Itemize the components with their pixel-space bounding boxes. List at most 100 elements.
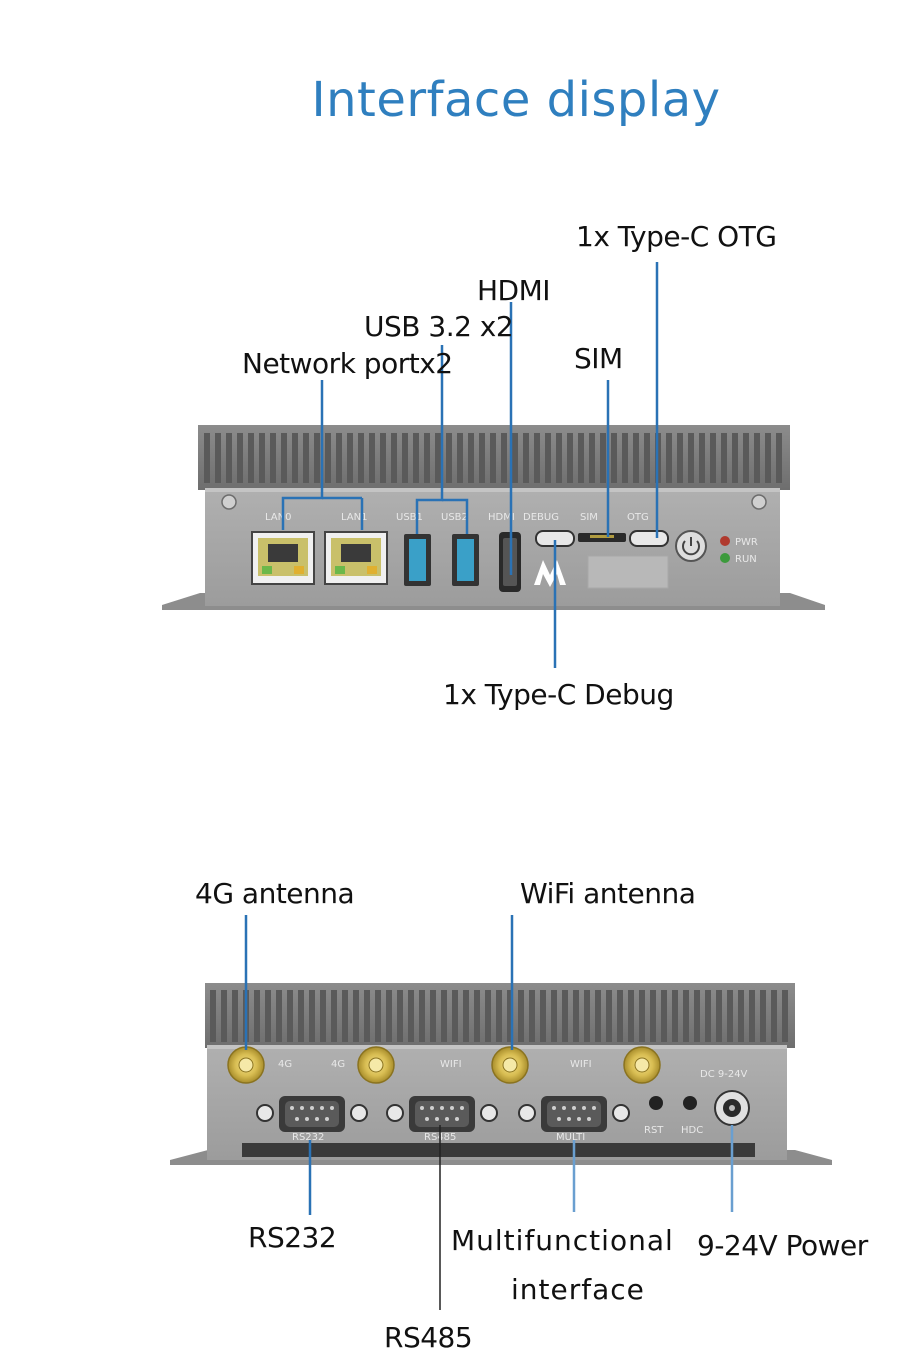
heatsink-fin: [595, 990, 601, 1042]
heatsink-fin: [419, 990, 425, 1042]
heatsink-fin: [545, 433, 551, 483]
heatsink-fin: [749, 990, 755, 1042]
heatsink-fin: [325, 433, 331, 483]
heatsink-fin: [556, 433, 562, 483]
heatsink-fin: [606, 990, 612, 1042]
label-hdmi: HDMI: [477, 274, 551, 307]
heatsink-fin: [732, 433, 738, 483]
heatsink-fin: [397, 990, 403, 1042]
heatsink-fin: [661, 990, 667, 1042]
heatsink-fin: [413, 433, 419, 483]
heatsink-fin: [551, 990, 557, 1042]
heatsink-fin: [292, 433, 298, 483]
heatsink-fin: [705, 990, 711, 1042]
heatsink-fin: [589, 433, 595, 483]
antenna-wifi-2: [623, 1046, 661, 1084]
heatsink-fin: [529, 990, 535, 1042]
label-sim: SIM: [574, 342, 623, 375]
heatsink-fin: [765, 433, 771, 483]
lan1-port: [324, 531, 388, 585]
sim-slot: [578, 533, 626, 542]
silk-usb1: USB1: [396, 512, 423, 523]
heatsink-fin: [699, 433, 705, 483]
silk-pwr: PWR: [735, 537, 758, 548]
silk-com1: RS232: [292, 1132, 324, 1143]
heatsink-fin: [534, 433, 540, 483]
silk-rst: RST: [644, 1125, 664, 1136]
power-button-icon: [675, 530, 707, 562]
heatsink-fin: [672, 990, 678, 1042]
heatsink-fin: [738, 990, 744, 1042]
heatsink-fin: [232, 990, 238, 1042]
label-type-c-otg: 1x Type-C OTG: [576, 220, 777, 253]
front-heatsink-fins: [204, 433, 782, 483]
heatsink-fin: [287, 990, 293, 1042]
heatsink-fin: [380, 433, 386, 483]
heatsink-fin: [457, 433, 463, 483]
heatsink-fin: [760, 990, 766, 1042]
label-interface: interface: [511, 1273, 645, 1306]
heatsink-fin: [573, 990, 579, 1042]
silk-debug: DEBUG: [523, 512, 559, 523]
heatsink-fin: [721, 433, 727, 483]
silk-ant4: WIFI: [570, 1059, 592, 1070]
db9-rs232-port: [256, 1096, 368, 1132]
heatsink-fin: [688, 433, 694, 483]
heatsink-fin: [710, 433, 716, 483]
hdc-hole: [683, 1096, 697, 1110]
heatsink-fin: [584, 990, 590, 1042]
heatsink-fin: [743, 433, 749, 483]
label-power: 9-24V Power: [697, 1229, 868, 1262]
heatsink-fin: [226, 433, 232, 483]
heatsink-fin: [435, 433, 441, 483]
heatsink-fin: [523, 433, 529, 483]
heatsink-fin: [320, 990, 326, 1042]
front-leader-lines: [281, 262, 659, 668]
label-wifi-antenna: WiFi antenna: [520, 877, 696, 910]
antenna-4g-1: [227, 1046, 265, 1084]
heatsink-fin: [408, 990, 414, 1042]
heatsink-fin: [353, 990, 359, 1042]
heatsink-fin: [468, 433, 474, 483]
label-network: Network portx2: [242, 347, 453, 380]
heatsink-fin: [650, 990, 656, 1042]
heatsink-fin: [628, 990, 634, 1042]
otg-typec-port: [629, 530, 669, 547]
rst-hole: [649, 1096, 663, 1110]
heatsink-fin: [479, 433, 485, 483]
rear-leader-lines: [244, 915, 734, 1215]
heatsink-fin: [512, 433, 518, 483]
heatsink-fin: [424, 433, 430, 483]
heatsink-fin: [622, 433, 628, 483]
front-chassis: [162, 425, 825, 610]
heatsink-fin: [342, 990, 348, 1042]
heatsink-fin: [727, 990, 733, 1042]
heatsink-fin: [276, 990, 282, 1042]
heatsink-fin: [639, 990, 645, 1042]
heatsink-fin: [694, 990, 700, 1042]
lan0-port: [251, 531, 315, 585]
silk-lan1: LAN1: [341, 512, 367, 523]
heatsink-fin: [248, 433, 254, 483]
db9-multi-port: [518, 1096, 630, 1132]
heatsink-fin: [221, 990, 227, 1042]
heatsink-fin: [204, 433, 210, 483]
heatsink-fin: [677, 433, 683, 483]
silk-usb2: USB2: [441, 512, 468, 523]
heatsink-fin: [600, 433, 606, 483]
heatsink-fin: [617, 990, 623, 1042]
label-type-c-debug: 1x Type-C Debug: [443, 678, 674, 711]
heatsink-fin: [782, 990, 788, 1042]
heatsink-fin: [331, 990, 337, 1042]
pwr-led: [720, 536, 730, 546]
heatsink-fin: [501, 433, 507, 483]
heatsink-fin: [237, 433, 243, 483]
heatsink-fin: [540, 990, 546, 1042]
silk-ant2: 4G: [331, 1059, 345, 1070]
heatsink-fin: [254, 990, 260, 1042]
label-rs485: RS485: [384, 1321, 473, 1354]
db9-rs485-port: [386, 1096, 498, 1132]
heatsink-fin: [402, 433, 408, 483]
heatsink-fin: [490, 433, 496, 483]
heatsink-fin: [386, 990, 392, 1042]
